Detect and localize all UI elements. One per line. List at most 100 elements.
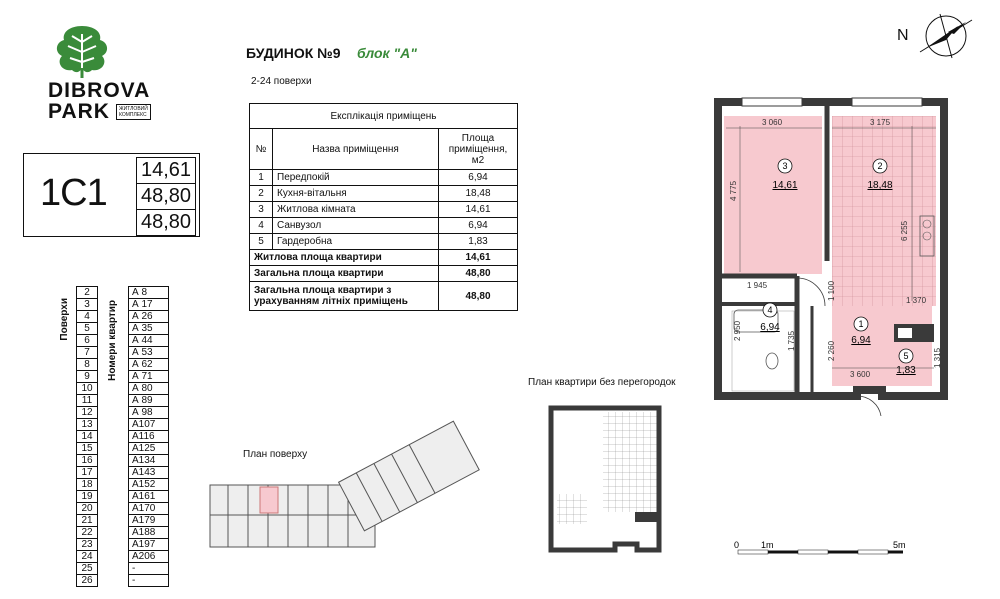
apartment-number: А152 <box>128 478 169 491</box>
dim-label: 4 775 <box>729 180 738 201</box>
apartment-location <box>259 486 279 514</box>
floor-gap <box>98 431 129 443</box>
row-num: 1 <box>249 169 273 186</box>
svg-text:6,94: 6,94 <box>760 322 780 333</box>
apartment-code: 1С1 <box>40 172 108 214</box>
row-name: Гардеробна <box>272 233 439 250</box>
floor-number: 17 <box>76 466 98 479</box>
floor-gap <box>98 359 129 371</box>
dim-label: 3 175 <box>870 118 891 127</box>
floor-number: 18 <box>76 478 98 491</box>
room-marker-2: 2 18,48 <box>867 158 893 191</box>
logo-sub2: КОМПЛЕКС <box>119 112 147 118</box>
dim-label: 1 370 <box>906 296 927 305</box>
row-num: 3 <box>249 201 273 218</box>
apartment-number: А 17 <box>128 298 169 311</box>
row-name: Житлова кімната <box>272 201 439 218</box>
floor-number: 6 <box>76 334 98 347</box>
total-name: Житлова площа квартири <box>249 249 439 266</box>
dim-label: 6 255 <box>900 220 909 241</box>
scale-1: 1m <box>761 540 774 550</box>
floor-row: 8 А 62 <box>76 358 169 371</box>
total-area: 48,80 <box>438 281 518 311</box>
floor-number: 14 <box>76 430 98 443</box>
floor-number: 5 <box>76 322 98 335</box>
floor-number: 22 <box>76 526 98 539</box>
svg-text:3: 3 <box>782 161 787 171</box>
svg-text:1,83: 1,83 <box>896 365 916 376</box>
stove-icon <box>919 215 935 257</box>
col-name: Назва приміщення <box>272 128 439 170</box>
total-name: Загальна площа квартири з урахуванням лі… <box>249 281 439 311</box>
apartment-number: А170 <box>128 502 169 515</box>
apartment-number: А 8 <box>128 286 169 299</box>
dim-label: 3 060 <box>762 118 783 127</box>
svg-text:18,48: 18,48 <box>867 180 892 191</box>
floor-gap <box>98 491 129 503</box>
compass-icon <box>919 13 973 59</box>
floor-gap <box>98 467 129 479</box>
floor-number: 8 <box>76 358 98 371</box>
floor-row: 6 А 44 <box>76 334 169 347</box>
floor-number: 23 <box>76 538 98 551</box>
floor-gap <box>98 383 129 395</box>
floor-row: 2 А 8 <box>76 286 169 299</box>
total-summer-area-value: 48,80 <box>136 209 196 236</box>
row-area: 6,94 <box>438 169 518 186</box>
bathtub-icon <box>733 309 779 333</box>
floor-row: 22 А188 <box>76 526 169 539</box>
logo-line1: DIBROVA <box>48 79 151 102</box>
apartment-number: А 35 <box>128 322 169 335</box>
apartment-code-box: 1С1 14,61 48,80 48,80 <box>23 153 200 237</box>
apartment-number: А 62 <box>128 358 169 371</box>
floor-gap <box>98 563 129 575</box>
apartment-number: А161 <box>128 490 169 503</box>
total-area: 14,61 <box>438 249 518 266</box>
apartment-plan: 3 060 3 175 4 775 6 255 1 945 1 100 1 37… <box>714 97 948 416</box>
dim-label: 1 100 <box>827 280 836 301</box>
apartment-number: А 44 <box>128 334 169 347</box>
total-area-value: 48,80 <box>136 183 196 210</box>
floor-number: 26 <box>76 574 98 587</box>
svg-text:2: 2 <box>877 161 882 171</box>
floor-number: 10 <box>76 382 98 395</box>
total-row: Загальна площа квартири з урахуванням лі… <box>249 281 518 311</box>
floor-number: 2 <box>76 286 98 299</box>
logo-sub1: ЖИТЛОВИЙ <box>119 106 148 112</box>
window <box>851 97 923 107</box>
floor-plan <box>209 420 480 548</box>
floor-number: 12 <box>76 406 98 419</box>
row-name: Передпокій <box>272 169 439 186</box>
dim-label: 1 735 <box>787 330 796 351</box>
scale-bar: 0 1m 5m <box>734 540 906 555</box>
toilet-icon <box>765 352 779 370</box>
apartment-number: А188 <box>128 526 169 539</box>
row-num: 2 <box>249 185 273 202</box>
floor-row: 18 А152 <box>76 478 169 491</box>
row-name: Санвузол <box>272 217 439 234</box>
floor-gap <box>98 371 129 383</box>
apartment-number: А 89 <box>128 394 169 407</box>
room-marker-4: 4 6,94 <box>760 302 780 333</box>
dim-label: 1 945 <box>747 281 768 290</box>
row-area: 14,61 <box>438 201 518 218</box>
col-num: № <box>249 128 273 170</box>
room-1-fill <box>832 306 932 386</box>
row-num: 5 <box>249 233 273 250</box>
